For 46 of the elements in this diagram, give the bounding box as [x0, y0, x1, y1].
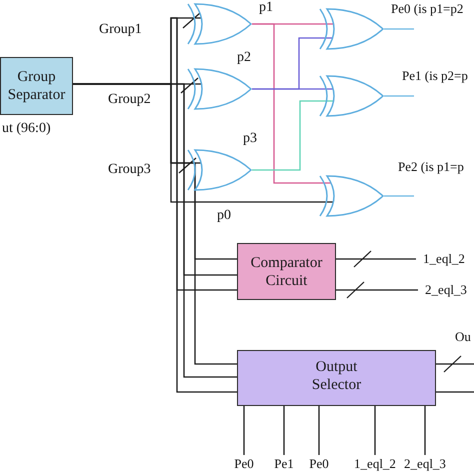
- output-label: Pe0 (is p1=p2: [391, 1, 464, 17]
- block-box: [237, 243, 336, 300]
- signal-wire: [384, 195, 414, 197]
- signal-wire: [374, 406, 376, 455]
- signal-label: 2_eql_3: [400, 455, 450, 473]
- signal-wire: [252, 23, 332, 184]
- signal-wire: [243, 406, 245, 455]
- signal-wire: [283, 406, 285, 455]
- signal-wire: [318, 406, 320, 455]
- edge-label: p0: [216, 208, 232, 224]
- edge-label: Group1: [98, 22, 143, 38]
- xor-gate-symbol: [319, 7, 384, 51]
- edge-label: p3: [242, 131, 258, 147]
- signal-label: Pe0: [304, 455, 334, 473]
- edge-label: Group3: [107, 162, 152, 178]
- signal-wire: [336, 282, 418, 298]
- signal-wire: [436, 356, 474, 372]
- xor-gate-symbol: [319, 74, 384, 118]
- block-box: [237, 350, 436, 406]
- xor-gate-symbol: [319, 174, 384, 218]
- output-label: Ou: [455, 329, 471, 345]
- block-label: Output Selector: [310, 358, 362, 394]
- xor-gate-symbol: [187, 148, 252, 192]
- signal-wire: [336, 250, 416, 268]
- edge-label: p2: [236, 50, 252, 66]
- block-label: Comparator Circuit: [250, 254, 324, 290]
- signal-label: 2_eql_3: [418, 281, 474, 299]
- signal-label: Pe0: [229, 455, 259, 473]
- signal-wire: [384, 95, 414, 97]
- signal-label: 1_eql_2: [416, 250, 472, 268]
- output-label: Pe2 (is p1=p: [398, 159, 464, 175]
- output-label: Pe1 (is p2=p: [402, 68, 468, 84]
- xor-gate-symbol: [187, 2, 252, 46]
- signal-wire: [252, 100, 334, 171]
- block-box: [0, 57, 73, 115]
- input-label: ut (96:0): [2, 120, 51, 137]
- signal-label: Pe1: [269, 455, 299, 473]
- edge-label: p1: [258, 0, 274, 16]
- block-label: Group Separator: [6, 68, 66, 104]
- signal-wire: [384, 28, 414, 30]
- signal-wire: [436, 391, 474, 393]
- edge-label: Group2: [107, 92, 152, 108]
- signal-label: 1_eql_2: [350, 455, 400, 473]
- xor-gate-symbol: [187, 67, 252, 111]
- signal-wire: [424, 406, 426, 455]
- signal-wire: [252, 37, 333, 90]
